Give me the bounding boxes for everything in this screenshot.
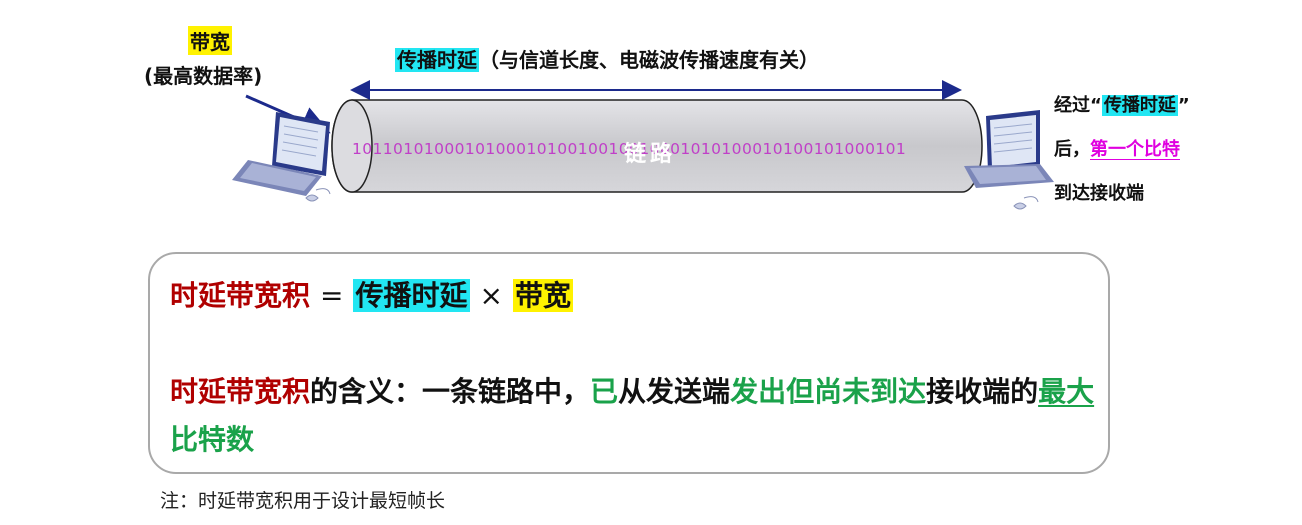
definition-box	[148, 252, 1110, 474]
propagation-label: 传播时延（与信道长度、电磁波传播速度有关）	[395, 44, 819, 73]
link-diagram	[232, 80, 1054, 210]
meaning-part7: 比特数	[170, 423, 255, 456]
quote-close: ”	[1177, 95, 1190, 116]
laptop-icon	[964, 110, 1054, 188]
arrival-note: 经过“传播时延” 后，第一个比特 到达接收端	[1054, 84, 1294, 216]
laptop-icon	[232, 112, 330, 196]
footnote: 注：时延带宽积用于设计最短帧长	[160, 490, 446, 512]
meaning-part5: 接收端的	[926, 375, 1039, 408]
arrival-note-line1: 经过“传播时延”	[1054, 84, 1294, 128]
bandwidth-sublabel: (最高数据率)	[144, 64, 263, 88]
link-bitstream: 1011010100010100010100100100100010101000…	[352, 140, 907, 158]
meaning-part6: 最大	[1038, 375, 1095, 408]
propagation-term: 传播时延	[395, 48, 479, 72]
meaning-part4: 发出但尚未到达	[730, 375, 927, 408]
formula-term-propagation: 传播时延	[353, 279, 470, 312]
link-cylinder	[331, 99, 983, 193]
arrival-note-line3: 到达接收端	[1054, 183, 1144, 204]
meaning-term: 时延带宽积	[170, 375, 311, 408]
mouse-icon	[1013, 196, 1039, 210]
meaning-part1: 的含义：一条链路中，	[310, 375, 591, 408]
meaning-part2: 已	[590, 375, 619, 408]
formula: 时延带宽积 = 传播时延 × 带宽	[170, 274, 573, 314]
arrival-note-after: 后，	[1054, 139, 1090, 160]
formula-lhs: 时延带宽积	[170, 279, 311, 312]
arrival-note-line2: 后，第一个比特	[1054, 128, 1294, 172]
equals-sign: =	[320, 279, 344, 312]
mouse-icon	[305, 188, 331, 202]
meaning-text: 时延带宽积的含义：一条链路中，已从发送端发出但尚未到达接收端的最大比特数	[170, 368, 1100, 464]
link-label: 链路	[624, 142, 677, 167]
first-bit-term: 第一个比特	[1090, 139, 1180, 160]
formula-term-bandwidth: 带宽	[512, 279, 573, 312]
propagation-detail: （与信道长度、电磁波传播速度有关）	[479, 48, 819, 72]
arrival-note-term: 传播时延	[1101, 95, 1178, 116]
bandwidth-label: 带宽	[188, 26, 232, 55]
times-sign: ×	[479, 279, 503, 312]
quote-open: 经过“	[1054, 95, 1102, 116]
meaning-part3: 从发送端	[618, 375, 731, 408]
